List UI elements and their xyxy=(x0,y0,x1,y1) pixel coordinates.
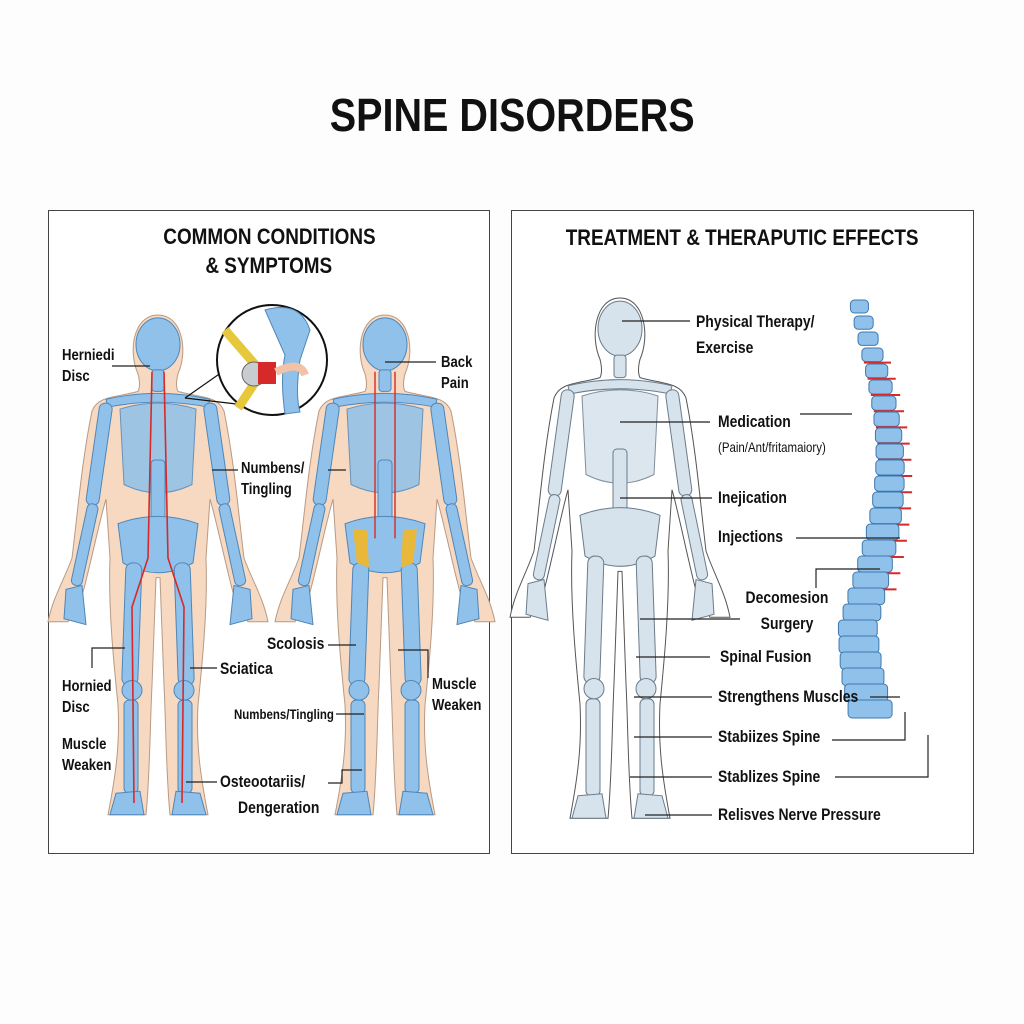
title-line-1: COMMON CONDITIONS xyxy=(162,224,376,249)
vertebra xyxy=(875,443,904,460)
back-body-figure xyxy=(274,314,496,816)
label-strengthens-muscles: Strengthens Muscles xyxy=(718,687,859,706)
spine-column-illustration xyxy=(837,299,913,719)
label-medication: Medication xyxy=(718,412,791,431)
label-spinal-fusion: Spinal Fusion xyxy=(720,647,812,666)
label-numbness-upper: Numbens/Tingling xyxy=(241,460,305,498)
label-numbness-tingling: Numbens/Tingling xyxy=(234,706,334,722)
vertebra xyxy=(837,619,878,638)
label-sciatica: Sciatica xyxy=(220,659,273,678)
vertebra xyxy=(857,555,893,573)
vertebra xyxy=(861,347,884,363)
vertebra xyxy=(868,379,893,395)
label-scoliosis: Scolosis xyxy=(267,634,325,653)
vertebra xyxy=(874,427,903,444)
label-relieves-nerve-pressure: Relisves Nerve Pressure xyxy=(718,805,881,824)
vertebra xyxy=(841,667,885,687)
title-line-2: & SYMPTOMS xyxy=(205,253,333,278)
label-medication-sub: (Pain/Ant/fritamaiory) xyxy=(718,439,826,455)
front-body-figure xyxy=(47,314,269,816)
page-title-text: SPINE DISORDERS xyxy=(329,89,695,141)
label-injections: Injections xyxy=(718,527,784,546)
vertebra xyxy=(849,299,869,314)
vertebra xyxy=(875,459,905,476)
label-physical-therapy: Physical Therapy/Exercise xyxy=(696,312,815,357)
label-osteoarthritis: Osteootariis/Dengeration xyxy=(220,772,320,817)
page-title: SPINE DISORDERS xyxy=(0,88,1024,142)
vertebra xyxy=(839,651,882,670)
vertebra xyxy=(852,571,890,589)
vertebra xyxy=(853,315,874,330)
vertebra xyxy=(873,411,900,427)
leader-lines xyxy=(91,320,929,816)
label-stabilizes-spine-2: Stablizes Spine xyxy=(718,767,821,786)
treatment-panel-title: TREATMENT & THERAPUTIC EFFECTS xyxy=(512,223,973,252)
vertebra xyxy=(838,635,880,654)
vertebra xyxy=(869,507,902,525)
vertebra xyxy=(872,491,904,508)
vertebra xyxy=(847,699,893,719)
vertebra xyxy=(871,395,897,411)
label-stabilizes-spine-1: Stabiizes Spine xyxy=(718,727,821,746)
nerve-lines xyxy=(131,371,185,804)
label-inejication: Inejication xyxy=(718,488,787,507)
vertebra xyxy=(857,331,879,346)
vertebra xyxy=(847,587,886,606)
vertebra xyxy=(865,363,889,379)
vertebra xyxy=(842,603,882,622)
conditions-panel-title: COMMON CONDITIONS & SYMPTOMS xyxy=(49,222,489,280)
vertebra xyxy=(874,475,905,492)
herniated-disc-magnifier xyxy=(184,304,328,416)
vertebra xyxy=(861,539,897,557)
title-text: TREATMENT & THERAPUTIC EFFECTS xyxy=(566,225,919,250)
treatment-skeleton xyxy=(509,297,731,819)
